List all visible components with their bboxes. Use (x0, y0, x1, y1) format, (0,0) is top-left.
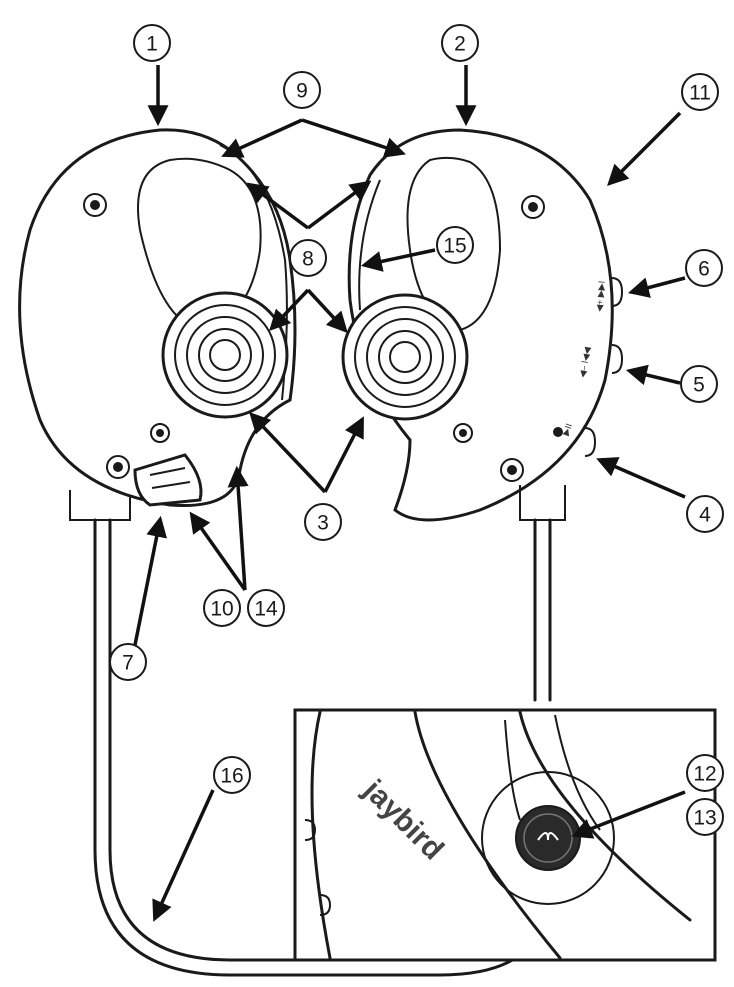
next-label: ◀+ ▶▶I (594, 280, 607, 312)
volume-up-button[interactable] (611, 277, 624, 307)
play-pause-button[interactable] (584, 427, 597, 457)
callout-1-label: 1 (146, 33, 158, 56)
callout-4-label: 4 (699, 504, 711, 527)
callout-15: 15 (436, 226, 474, 264)
callout-7-label: 7 (122, 652, 134, 675)
callout-12: 12 (686, 754, 724, 792)
callout-9-label: 9 (296, 80, 308, 103)
callout-15-label: 15 (443, 235, 466, 258)
callout-13: 13 (686, 798, 724, 836)
play-pause-label: ▶II (560, 422, 573, 437)
inset-detail: jaybird (293, 708, 717, 962)
callout-16-label: 16 (220, 765, 243, 788)
callout-7: 7 (109, 643, 147, 681)
right-speaker (341, 293, 469, 421)
callout-12-label: 12 (693, 763, 716, 786)
callout-16: 16 (213, 756, 251, 794)
callout-9: 9 (283, 71, 321, 109)
callout-2-label: 2 (454, 33, 466, 56)
callout-6-label: 6 (698, 258, 710, 281)
callout-14-label: 14 (254, 598, 278, 621)
right-earbud (347, 128, 624, 522)
callout-3-label: 3 (317, 512, 329, 535)
callout-10: 10 (203, 589, 241, 627)
callout-1: 1 (133, 24, 171, 62)
callout-3: 3 (304, 503, 342, 541)
left-speaker (161, 291, 289, 419)
callout-10-label: 10 (210, 598, 233, 621)
callout-13-label: 13 (693, 807, 716, 830)
leader-arrows (133, 65, 686, 922)
callout-6: 6 (685, 249, 723, 287)
volume-down-button[interactable] (611, 344, 624, 374)
callout-5-label: 5 (693, 374, 705, 397)
callout-4: 4 (686, 495, 724, 533)
callout-8-label: 8 (302, 248, 314, 271)
callout-11-label: 11 (689, 82, 711, 105)
callout-5: 5 (680, 365, 718, 403)
callout-8: 8 (289, 239, 327, 277)
callout-11: 11 (681, 73, 719, 111)
callout-2: 2 (441, 24, 479, 62)
callout-14: 14 (247, 589, 285, 627)
